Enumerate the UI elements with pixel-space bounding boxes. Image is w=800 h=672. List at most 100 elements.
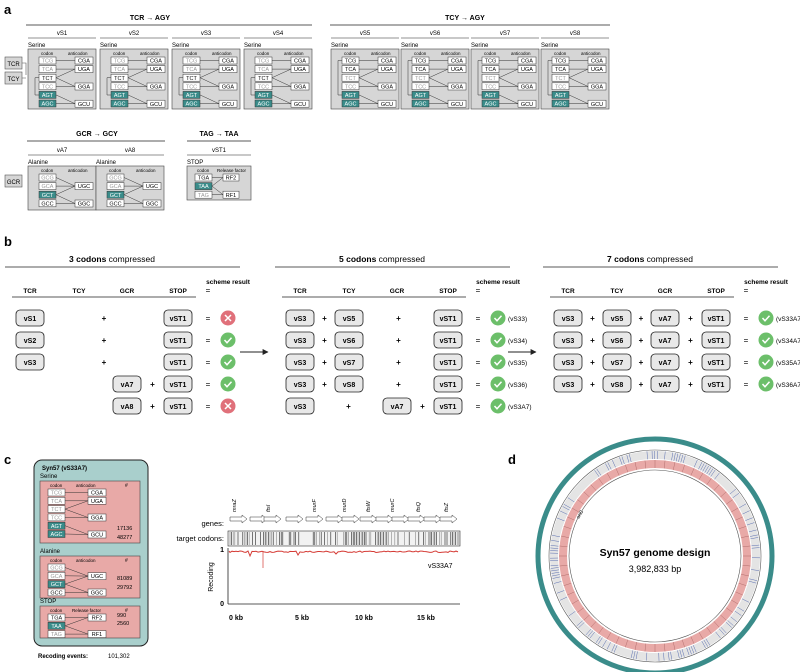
anticodon-cga: CGA (294, 59, 306, 65)
scheme-name: vS4 (273, 31, 284, 37)
scheme-chip (334, 331, 364, 349)
codon-tcc: TCC (258, 84, 269, 90)
scheme-chip (433, 309, 463, 327)
codon-header: codon (50, 483, 63, 488)
count-value: 2560 (117, 621, 129, 627)
column-header-stop: STOP (169, 288, 187, 295)
gene-name: ftsW (366, 500, 372, 512)
column-header-tcr: TCR (561, 288, 575, 295)
anticodon-gga: GGA (521, 85, 534, 91)
gene-arrow-icon (341, 514, 360, 524)
scheme-chip-label: vST1 (170, 338, 187, 345)
codon-tcg: TCG (51, 491, 63, 497)
scheme-chip (382, 397, 412, 415)
scheme-chip-label: vS8 (343, 382, 356, 389)
codon-header: codon (554, 51, 567, 56)
gene-name: murD (342, 499, 348, 512)
syn57-serine-label: Serine (40, 474, 58, 480)
scheme-result-label: (vS33) (508, 316, 527, 323)
anticodon-gcu: GCU (150, 102, 162, 108)
equals-sign: = (744, 336, 749, 345)
plus-sign: + (688, 358, 693, 367)
codon-header: codon (109, 168, 122, 173)
anticodon-gga: GGA (294, 85, 307, 91)
codon-tca: TCA (114, 67, 125, 73)
amino-acid-label: Alanine (96, 160, 117, 166)
scheme-chip-label: vA8 (121, 404, 134, 411)
scheme-name: vS2 (129, 31, 140, 37)
equals-sign: = (476, 336, 481, 345)
outer-ring (535, 436, 775, 672)
anticodon-header: anticodon (68, 51, 88, 56)
scheme-chip-label: vS3 (562, 338, 575, 345)
gene-arrow-icon (391, 514, 410, 524)
codon-agc: AGC (114, 102, 126, 108)
codon-tag: TAG (51, 632, 62, 638)
scheme-chip (112, 375, 142, 393)
scheme-chip (285, 331, 315, 349)
scheme-chip (650, 353, 680, 371)
recoding-plot: 1 0 Recoding vS33A7 0 kb 5 kb 10 kb 15 k… (208, 547, 460, 622)
plus-sign: + (590, 314, 595, 323)
anticodon-cga: CGA (521, 59, 533, 65)
scheme-chip-label: vS3 (562, 382, 575, 389)
ytick-0: 0 (220, 601, 224, 608)
codon-header: codon (41, 168, 54, 173)
scheme-chip (553, 353, 583, 371)
codon-header: codon (197, 168, 210, 173)
column-header-gcr: GCR (120, 288, 135, 295)
anticodon-gcu: GCU (91, 533, 103, 539)
scheme-chip-label: vS8 (611, 382, 624, 389)
group-header-tcr: TCR → AGY (26, 15, 312, 26)
scheme-name: vS7 (500, 31, 511, 37)
codon-header: codon (113, 51, 126, 56)
codon-tct: TCT (258, 76, 269, 82)
codon-gca: GCA (110, 184, 122, 190)
codon-header: codon (484, 51, 497, 56)
section-title: 3 codons compressed (69, 254, 155, 264)
codon-agt: AGT (42, 93, 54, 99)
target-codons-label: target codons: (176, 534, 224, 543)
release-factor-header: Release factor (72, 608, 102, 613)
codon-tcg: TCG (555, 59, 567, 65)
anticodon-header: anticodon (140, 51, 160, 56)
anticodon-gcu: GCU (451, 102, 463, 108)
anticodon-cga: CGA (91, 491, 103, 497)
scheme-chip (334, 353, 364, 371)
gene-ring (550, 451, 760, 661)
panel-label-d: d (508, 452, 516, 467)
anticodon-cga: CGA (222, 59, 234, 65)
codon-agt: AGT (258, 93, 270, 99)
codon-tcg: TCG (345, 59, 357, 65)
anticodon-uga: UGA (591, 67, 603, 73)
codon-agc: AGC (186, 102, 198, 108)
syn57-stop-label: STOP (40, 599, 56, 605)
recoding-events-value: 101,302 (108, 654, 130, 660)
anticodon-cga: CGA (451, 59, 463, 65)
scheme-chip-label: vS2 (24, 338, 37, 345)
scheme-result-label: (vS35A7) (776, 360, 800, 367)
equals-sign: = (206, 314, 211, 323)
check-icon (220, 354, 236, 370)
anticodon-cga: CGA (78, 59, 90, 65)
anticodon-gga: GGA (150, 85, 163, 91)
genome-map: oriC Syn57 genome design 3,982,833 bp (535, 436, 775, 672)
codon-tcc: TCC (42, 84, 53, 90)
codon-tct: TCT (114, 76, 125, 82)
count-header: # (125, 608, 128, 614)
codon-tca: TCA (485, 67, 496, 73)
scheme-chip (15, 309, 45, 327)
codon-tcc: TCC (114, 84, 125, 90)
scheme-chip-label: vS5 (611, 316, 624, 323)
codon-tct: TCT (485, 76, 496, 82)
equals-sign: = (744, 358, 749, 367)
check-icon (490, 310, 506, 326)
scheme-chip (334, 375, 364, 393)
group-header-tag: TAG → TAA (187, 131, 251, 142)
anticodon-gga: GGA (591, 85, 604, 91)
